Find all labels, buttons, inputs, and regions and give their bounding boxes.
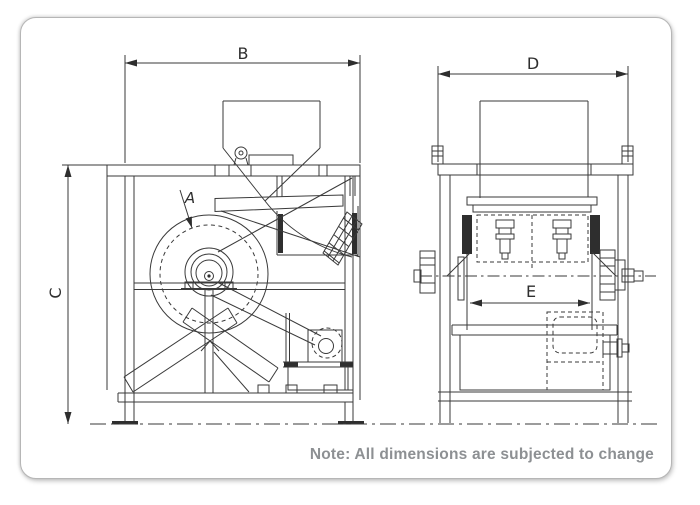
dim-label-d: D — [527, 54, 539, 73]
hopper-front — [222, 100, 321, 202]
machine-frame-side — [431, 145, 634, 423]
arrowhead-up — [64, 165, 72, 177]
top-plate — [437, 163, 634, 176]
arrowhead-a — [185, 216, 192, 228]
arrowhead-down — [64, 412, 72, 424]
drum-outer — [149, 214, 269, 334]
motor-body — [307, 329, 343, 363]
shaft-axis — [413, 249, 656, 301]
vibration-mount — [552, 219, 572, 260]
foot-pad-left — [112, 421, 138, 425]
note-text: Note: All dimensions are subjected to ch… — [309, 446, 654, 463]
feeder-side — [462, 196, 600, 330]
motor-base — [287, 366, 354, 391]
feeder-tray — [214, 194, 344, 213]
side-view: D — [413, 54, 656, 423]
dim-label-a: A — [184, 189, 195, 207]
arrowhead-right — [578, 299, 590, 307]
dimension-d: D — [437, 54, 629, 162]
front-view: B C — [46, 44, 364, 425]
drum-dashed — [159, 224, 259, 324]
machine-frame-front — [106, 164, 364, 425]
label-a: A — [179, 189, 195, 229]
arrowhead-left — [125, 59, 137, 67]
feeder-front — [214, 176, 363, 266]
drive-belt — [210, 282, 322, 346]
arrowhead-right — [616, 70, 628, 78]
arrowhead-left — [438, 70, 450, 78]
motor-pulley — [318, 338, 334, 354]
dim-label-b: B — [238, 44, 249, 63]
dimension-c: C — [46, 164, 107, 424]
motor-hidden-outline — [546, 311, 604, 391]
arrowhead-left — [470, 299, 482, 307]
dim-label-c: C — [46, 287, 65, 298]
pivot-lug — [234, 146, 248, 160]
splitter-chute — [123, 289, 279, 393]
material-flow-curve — [264, 200, 353, 258]
dimension-e: E — [470, 282, 590, 307]
hatched-chute — [322, 211, 363, 266]
foot-pad-right — [338, 421, 364, 425]
drive-motor — [210, 282, 354, 391]
top-plate — [106, 164, 361, 177]
magnetic-drum — [149, 214, 269, 334]
hopper-side — [476, 100, 592, 198]
dimension-b: B — [124, 44, 361, 163]
vibration-mount — [495, 219, 515, 260]
arrowhead-right — [348, 59, 360, 67]
dim-label-e: E — [526, 282, 536, 301]
lower-body-side — [451, 311, 630, 391]
